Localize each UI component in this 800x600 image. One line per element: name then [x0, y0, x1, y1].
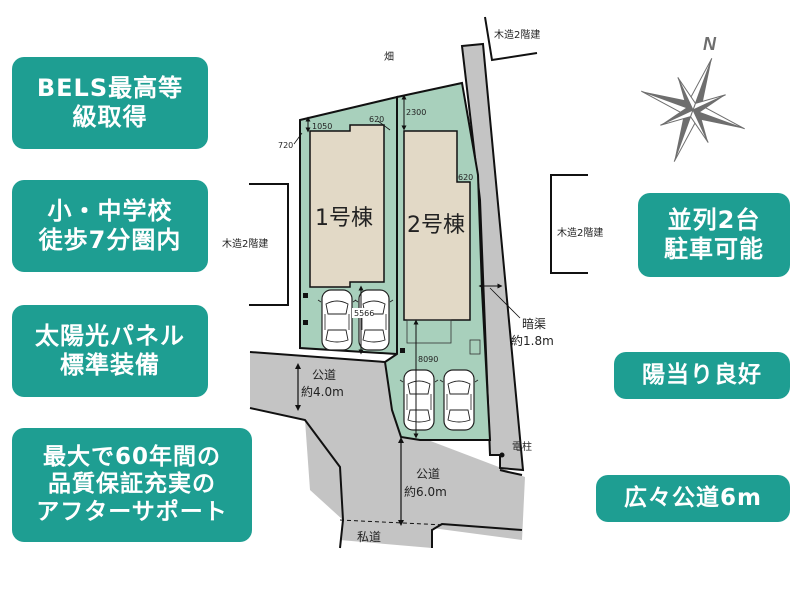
badge-wide-road: 広々公道6m: [596, 475, 790, 522]
badge-parking-line-2: 駐車可能: [664, 235, 764, 263]
dim-5566: 5566: [354, 309, 374, 318]
neighbor-bracket-top-right: [484, 16, 538, 62]
badge-wide-road-line-1: 広々公道6m: [624, 484, 762, 511]
road-6m-name: 公道: [416, 467, 440, 481]
house-1-label: 1号棟: [315, 206, 373, 231]
dim-2300: 2300: [406, 108, 426, 117]
neighbor-bracket-right: [550, 174, 588, 274]
badge-school: 小・中学校 徒歩7分圏内: [12, 180, 208, 272]
house-2-label: 2号棟: [407, 213, 465, 238]
badge-school-line-1: 小・中学校: [47, 197, 173, 226]
badge-bels-line-1: BELS最高等: [36, 74, 184, 103]
compass-north-label: N: [703, 34, 717, 54]
badge-parking-line-1: 並列2台: [667, 206, 761, 235]
utility-pole-label: 電柱: [512, 440, 532, 453]
badge-bels-line-2: 級取得: [72, 103, 148, 131]
culvert-strip: [460, 42, 525, 472]
dim-8090: 8090: [418, 355, 438, 364]
neighbor-top-right-label: 木造2階建: [494, 28, 540, 41]
compass-rose-icon: [641, 58, 745, 162]
road-4m-width: 約4.0m: [301, 384, 344, 399]
dim-620-right: 620: [458, 173, 473, 182]
badge-solar-line-2: 標準装備: [60, 351, 160, 379]
badge-warranty: 最大で60年間の 品質保証充実の アフターサポート: [12, 428, 252, 542]
badge-warranty-line-2: 品質保証充実の: [48, 471, 216, 498]
badge-parking: 並列2台 駐車可能: [638, 193, 790, 277]
badge-warranty-line-3: アフターサポート: [36, 498, 228, 525]
culvert-width-label: 約1.8m: [511, 333, 554, 348]
badge-warranty-line-1: 最大で60年間の: [42, 443, 221, 470]
dim-720: 720: [278, 141, 293, 150]
badge-solar: 太陽光パネル 標準装備: [12, 305, 208, 397]
private-road-label: 私道: [357, 530, 381, 544]
neighbor-right-label: 木造2階建: [557, 226, 603, 239]
badge-solar-line-1: 太陽光パネル: [35, 322, 185, 351]
road-4m-name: 公道: [312, 368, 336, 382]
road-6m-width: 約6.0m: [404, 484, 447, 499]
neighbor-left-label: 木造2階建: [222, 237, 268, 250]
neighbor-bracket-left: [249, 183, 289, 306]
badge-sunlight-line-1: 陽当り良好: [642, 361, 762, 388]
public-road-4m: [250, 352, 525, 548]
badge-bels: BELS最高等 級取得: [12, 57, 208, 149]
house-1: [309, 124, 385, 288]
north-field-label: 畑: [384, 50, 394, 63]
culvert-label: 暗渠: [522, 316, 546, 331]
badge-sunlight: 陽当り良好: [614, 352, 790, 399]
dim-1050: 1050: [312, 122, 332, 131]
house-2: [403, 130, 471, 321]
badge-school-line-2: 徒歩7分圏内: [38, 226, 182, 254]
dim-620-top: 620: [369, 115, 384, 124]
